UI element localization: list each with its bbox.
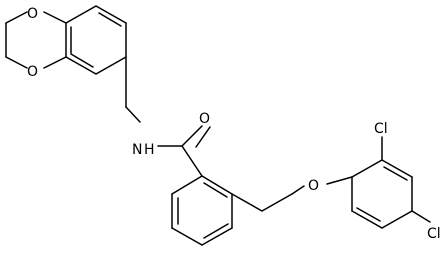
bond xyxy=(95,56,127,75)
chlorine-label: Cl xyxy=(374,121,388,137)
bond xyxy=(5,11,28,24)
bond xyxy=(181,145,203,177)
bond xyxy=(95,5,127,24)
central-benzene-ring xyxy=(171,175,233,246)
bond xyxy=(231,193,263,212)
hydrogen-label: H xyxy=(144,142,155,158)
dioxane-ring xyxy=(5,11,67,69)
bond-double-inner xyxy=(98,12,122,27)
dichlorophenyl-ring xyxy=(351,136,431,229)
bond xyxy=(351,159,383,178)
bond xyxy=(201,227,233,246)
bond-double-inner xyxy=(356,207,381,222)
nitrogen-label: N xyxy=(132,142,142,158)
bond xyxy=(326,176,353,185)
carbonyl-oxygen-label: O xyxy=(199,111,210,127)
bond-double-inner xyxy=(383,166,408,181)
bond-double-inner xyxy=(203,182,228,198)
bond xyxy=(5,56,28,69)
bond xyxy=(261,193,293,212)
bond xyxy=(381,159,413,178)
bond-double-inner xyxy=(203,223,229,239)
chlorine-label: Cl xyxy=(427,226,441,242)
bond xyxy=(125,106,141,123)
bond xyxy=(411,210,431,223)
bond xyxy=(201,175,233,195)
bond-double-inner xyxy=(70,53,94,68)
bond xyxy=(381,210,413,229)
ether-oxygen-label: O xyxy=(308,178,319,194)
bond xyxy=(181,125,203,147)
bond xyxy=(43,56,67,69)
benzodioxine-benzene-ring xyxy=(65,5,127,75)
bond xyxy=(43,11,67,24)
bond xyxy=(65,5,97,24)
bond xyxy=(351,210,383,229)
bond-double xyxy=(195,126,211,148)
bond xyxy=(171,175,203,195)
oxygen-label: O xyxy=(27,6,38,22)
bond xyxy=(291,185,305,195)
amide-linker xyxy=(125,56,211,177)
methylene-ether-linker xyxy=(231,176,353,212)
bond xyxy=(65,56,97,75)
bond xyxy=(171,227,203,246)
oxygen-label: O xyxy=(27,64,38,80)
